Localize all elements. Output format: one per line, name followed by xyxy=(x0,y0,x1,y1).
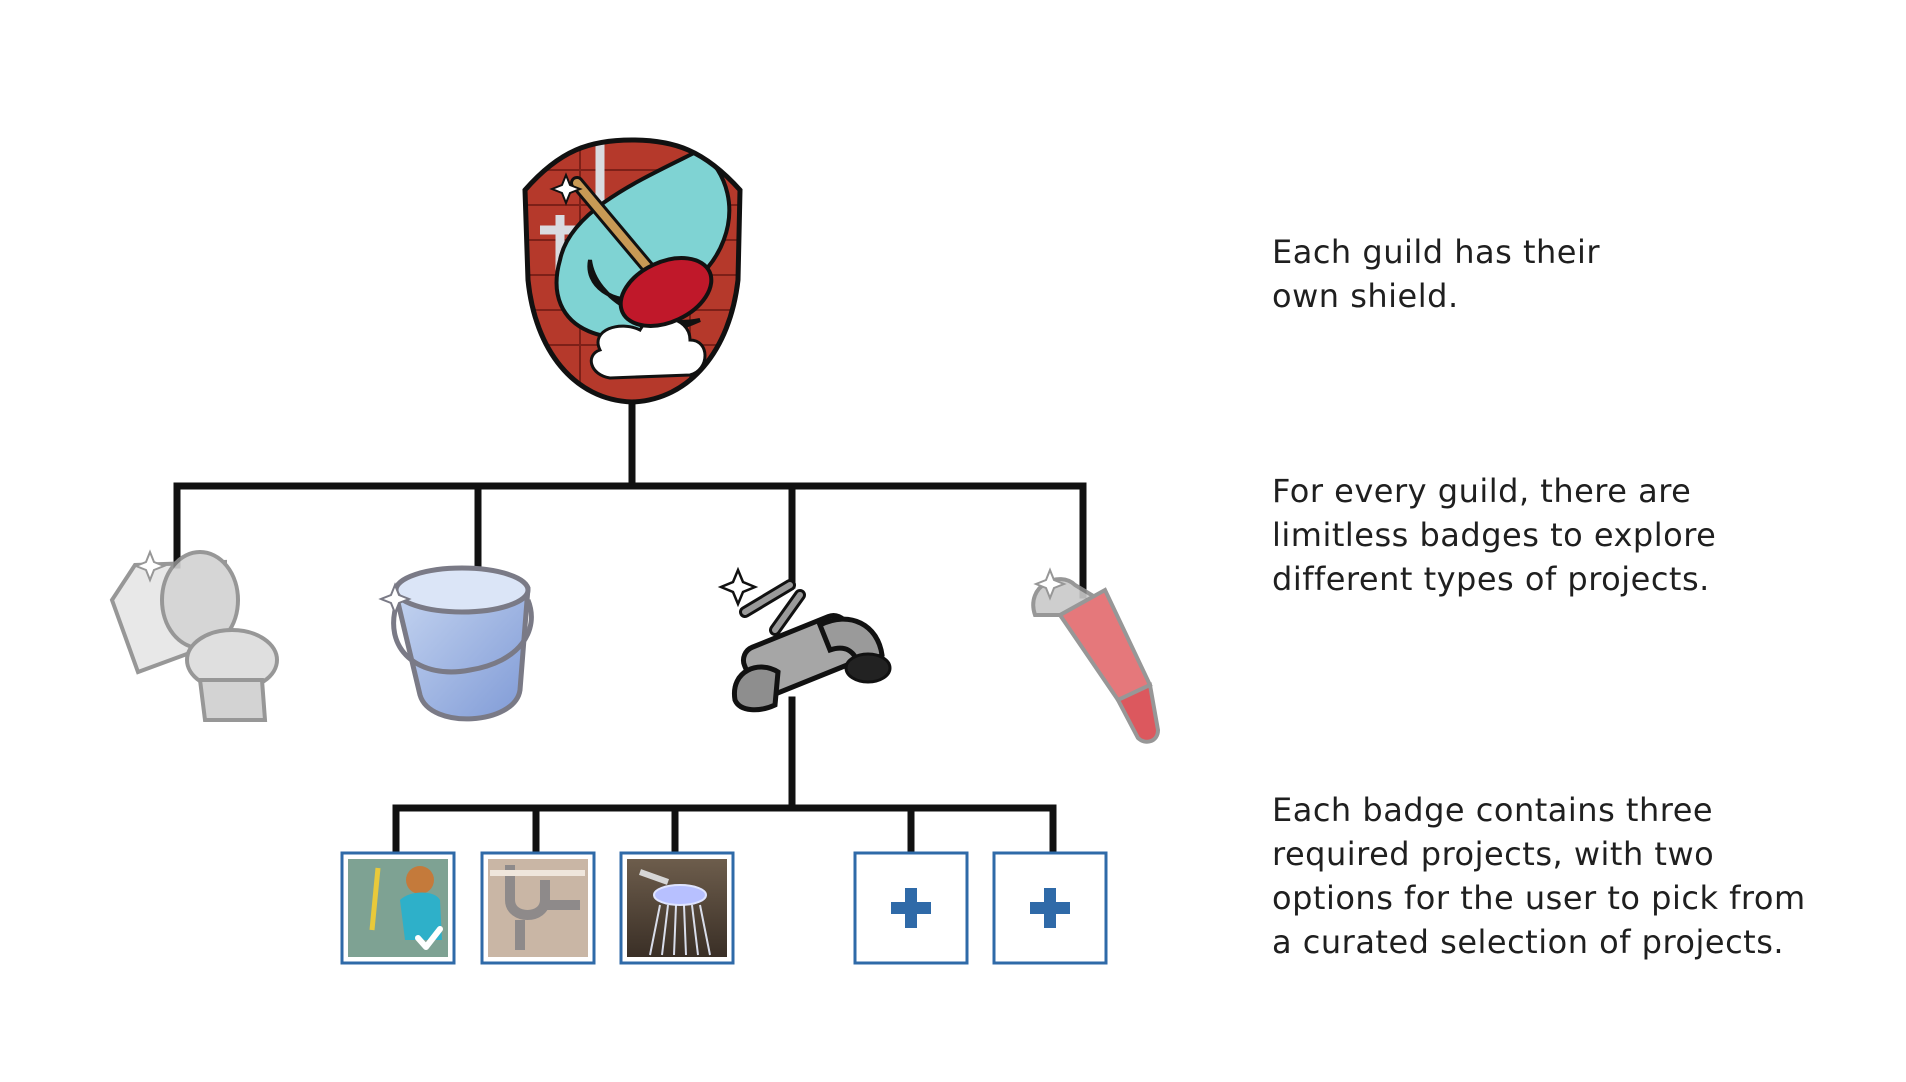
caption-badges: For every guild, there are limitless bad… xyxy=(1272,469,1716,601)
plus-icon xyxy=(891,888,931,928)
connector-lines xyxy=(173,398,1087,856)
badge-pipe-wrench-icon[interactable] xyxy=(1031,567,1161,744)
caption-badges-line-1: For every guild, there are xyxy=(1272,472,1692,510)
badge-toilet-icon[interactable] xyxy=(109,549,279,722)
caption-shield-line-2: own shield. xyxy=(1272,277,1459,315)
caption-projects-line-4: a curated selection of projects. xyxy=(1272,923,1785,961)
caption-projects: Each badge contains three required proje… xyxy=(1272,788,1806,964)
project-add-button-1[interactable] xyxy=(853,851,969,965)
badge-faucet-icon[interactable] xyxy=(717,566,892,713)
badge-bucket-icon[interactable] xyxy=(378,565,534,722)
project-cleaning-photo-icon[interactable] xyxy=(340,851,456,965)
project-sink-pipes-photo-icon[interactable] xyxy=(480,851,596,965)
caption-projects-line-3: options for the user to pick from xyxy=(1272,879,1806,917)
caption-shield-line-1: Each guild has their xyxy=(1272,233,1601,271)
project-shower-head-photo-icon[interactable] xyxy=(619,851,735,965)
caption-projects-line-1: Each badge contains three xyxy=(1272,791,1714,829)
guild-shield-icon[interactable] xyxy=(520,135,745,405)
project-add-button-2[interactable] xyxy=(992,851,1108,965)
caption-shield: Each guild has their own shield. xyxy=(1272,230,1600,318)
caption-badges-line-2: limitless badges to explore xyxy=(1272,516,1717,554)
plus-icon xyxy=(1030,888,1070,928)
caption-projects-line-2: required projects, with two xyxy=(1272,835,1715,873)
caption-badges-line-3: different types of projects. xyxy=(1272,560,1710,598)
